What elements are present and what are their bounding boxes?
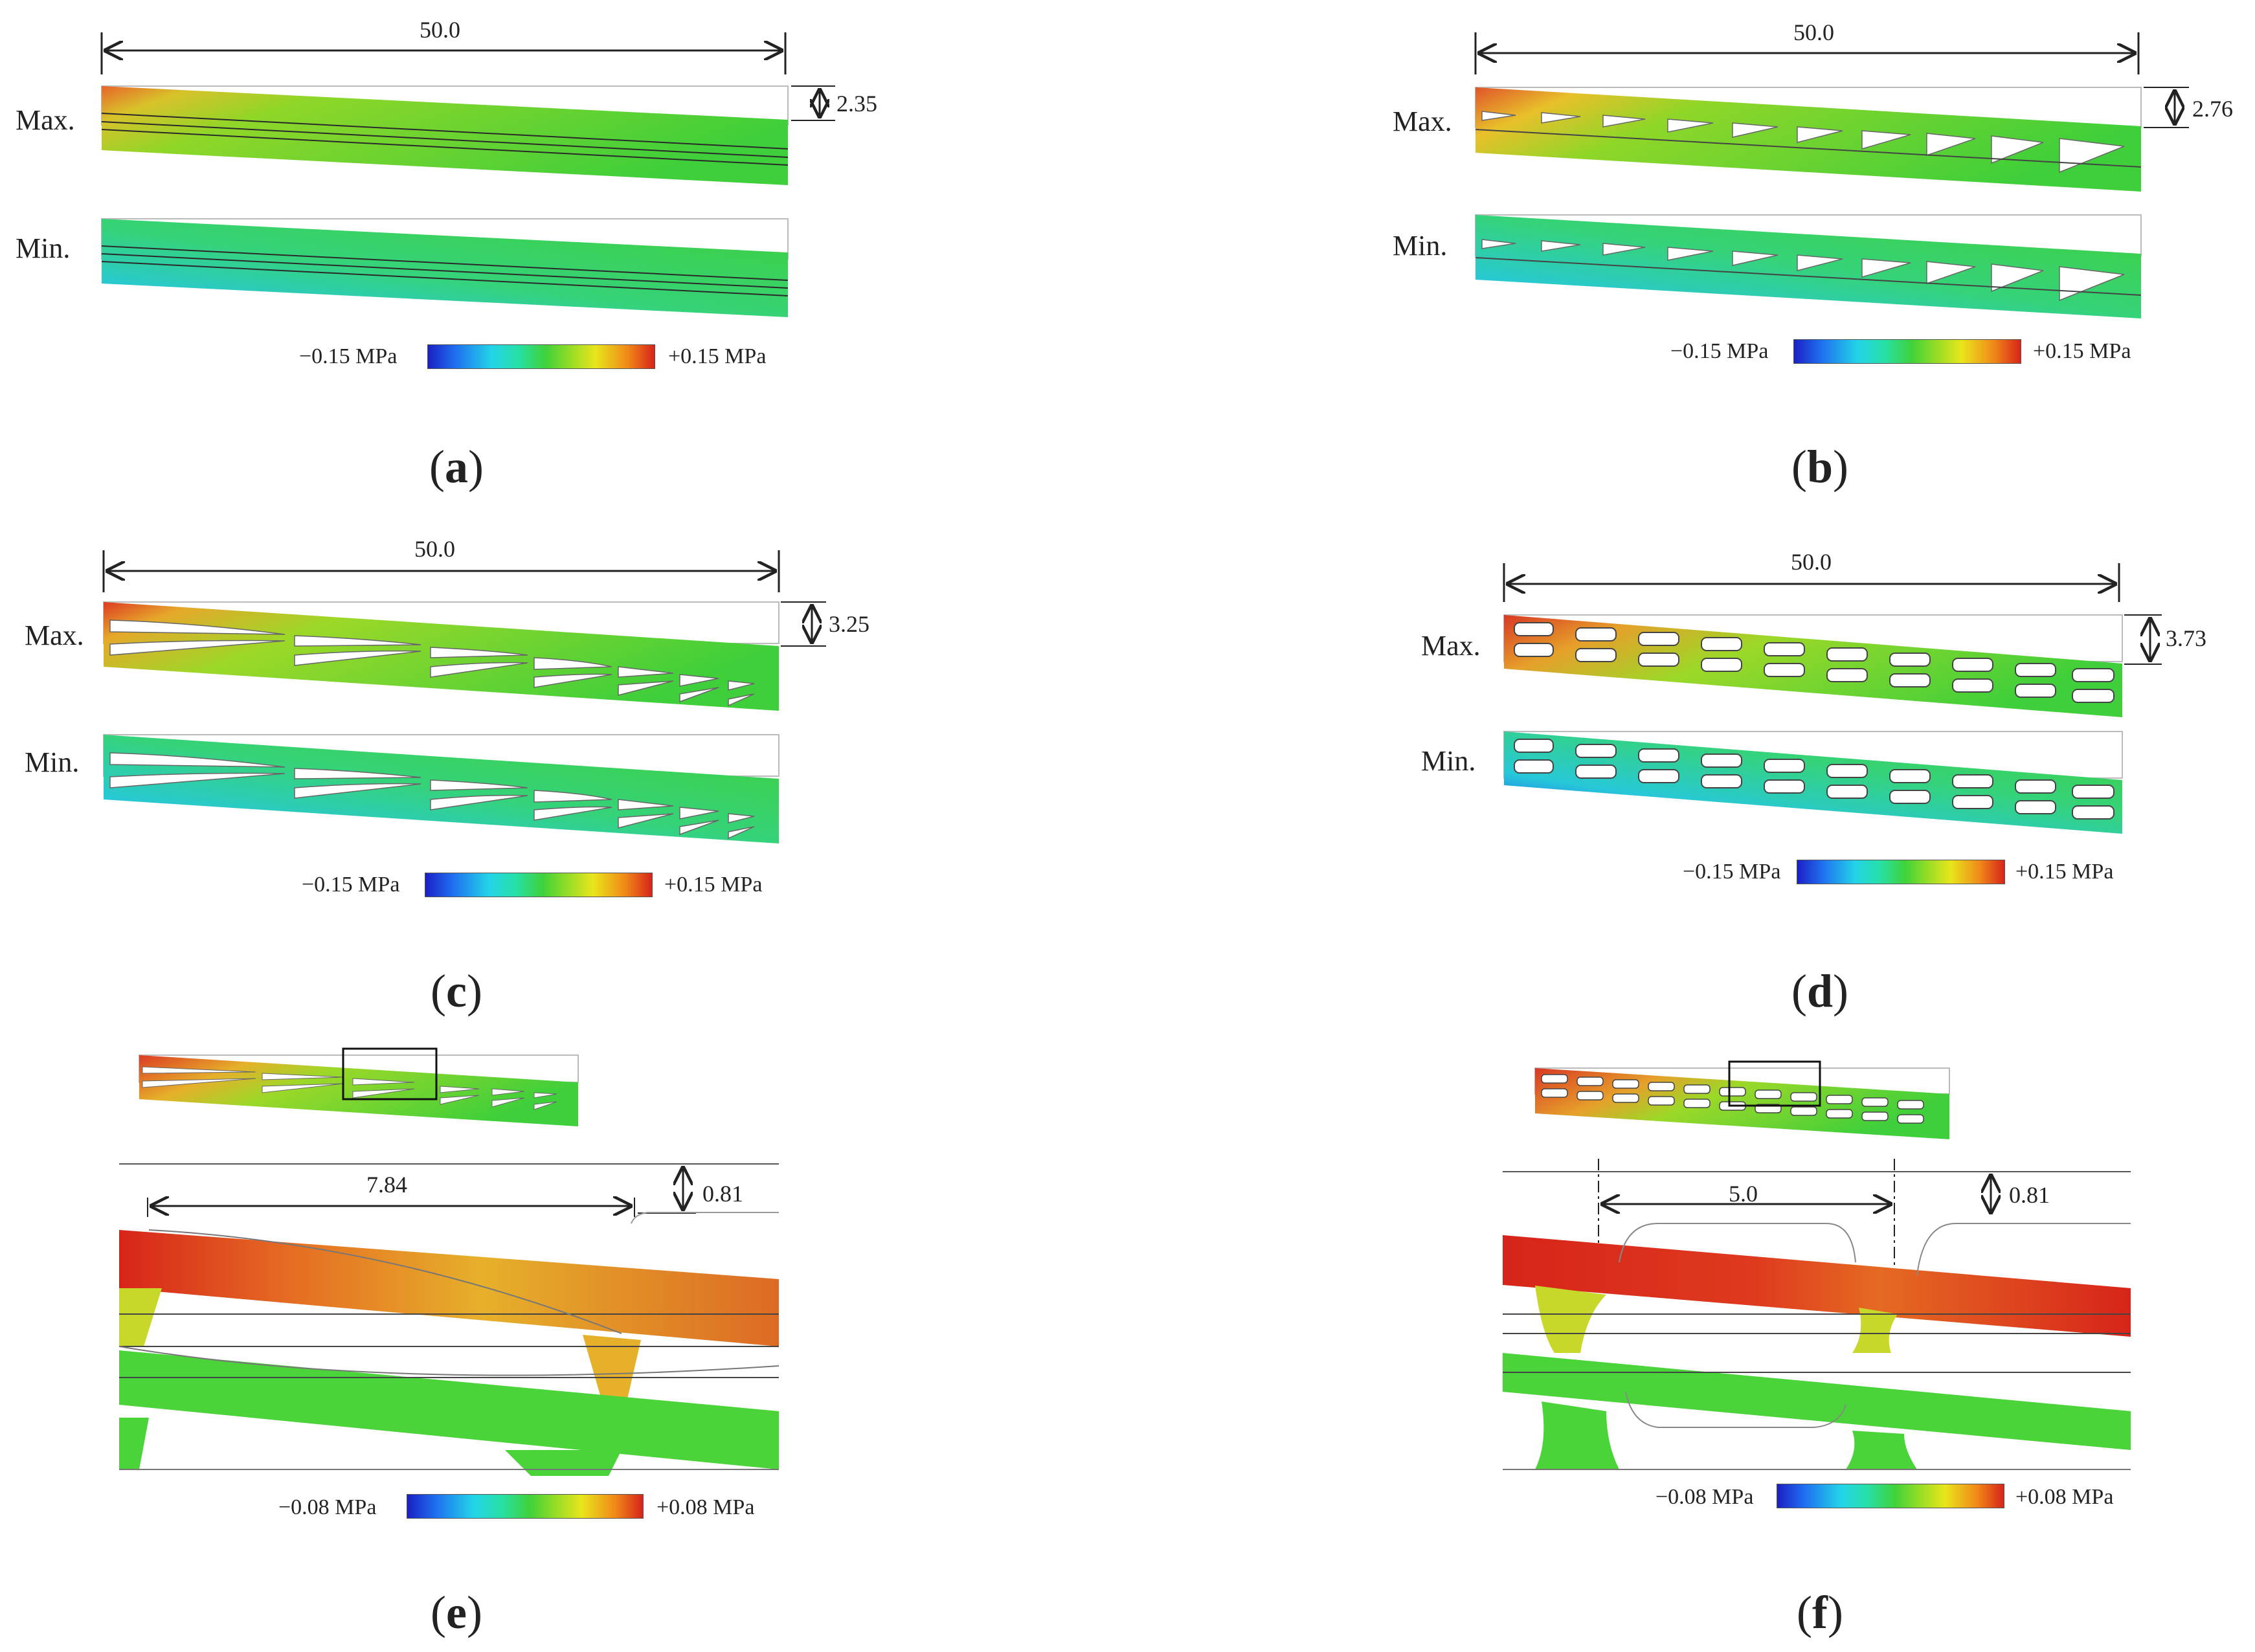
color-scale-bar	[407, 1494, 644, 1519]
row-label-min: Min.	[1421, 745, 1476, 777]
scale-min-label: −0.15 MPa	[302, 873, 400, 897]
scale-max-label: +0.15 MPa	[668, 344, 767, 368]
offset-value: 0.81	[2009, 1182, 2050, 1208]
panel-c: 50.0 3.25 Max. Min. −0.15 MPa +0.15 MPa …	[0, 511, 1127, 1029]
zoom-detail	[1503, 1223, 2131, 1470]
panel-d: 50.0 3.73 Max. Min. −0.15 MPa +0.15 MPa …	[1127, 511, 2255, 1029]
scale-min-label: −0.08 MPa	[1655, 1485, 1754, 1509]
zoom-detail	[118, 1212, 780, 1476]
row-label-max: Max.	[25, 620, 84, 651]
scale-min-label: −0.15 MPa	[1683, 860, 1781, 884]
span-dimension: 50.0	[1793, 19, 1834, 45]
cell-length-dimension: 7.84	[366, 1172, 407, 1198]
panel-caption: (d)	[1791, 965, 1849, 1017]
span-dimension: 50.0	[1791, 549, 1832, 575]
panel-a: 50.0 2.35 Max. Min. −0.15 MPa +0.15 MPa …	[0, 0, 1127, 493]
span-dimension: 50.0	[414, 536, 455, 562]
color-scale-bar	[425, 873, 653, 897]
scale-min-label: −0.15 MPa	[299, 344, 398, 368]
scale-min-label: −0.15 MPa	[1670, 339, 1769, 363]
color-scale-bar	[1797, 860, 2005, 884]
deflection-value: 2.35	[836, 91, 877, 117]
panel-f-drawing	[1503, 1060, 2131, 1470]
scale-max-label: +0.08 MPa	[2015, 1485, 2114, 1509]
panel-f: 5.0 0.81 −0.08 MPa +0.08 MPa (f)	[1127, 1029, 2255, 1652]
row-label-max: Max.	[1421, 630, 1481, 662]
offset-value: 0.81	[702, 1181, 743, 1207]
panel-caption: (e)	[431, 1587, 482, 1638]
panel-e: 7.84 0.81 −0.08 MPa +0.08 MPa (e)	[0, 1029, 1127, 1652]
beam-min	[102, 219, 788, 317]
panel-caption: (c)	[431, 965, 482, 1017]
row-label-min: Min.	[25, 746, 80, 778]
thumbnail-beam	[1534, 1060, 1950, 1139]
lens-cells-min	[109, 752, 755, 840]
rect-cells-min	[1514, 739, 2115, 820]
row-label-min: Min.	[16, 232, 71, 264]
color-scale-bar	[1793, 339, 2021, 364]
deflection-value: 2.76	[2192, 96, 2233, 122]
scale-max-label: +0.15 MPa	[2015, 860, 2114, 884]
deflection-value: 3.73	[2166, 625, 2206, 651]
panel-b-drawing	[1474, 32, 2189, 318]
scale-max-label: +0.15 MPa	[2033, 339, 2131, 363]
scale-max-label: +0.15 MPa	[664, 873, 763, 897]
lens-cells-max	[109, 620, 755, 707]
panel-caption: (a)	[429, 441, 484, 493]
zoom-box	[342, 1047, 438, 1100]
span-dimension: 50.0	[420, 17, 460, 43]
panel-e-drawing	[118, 1047, 780, 1476]
color-scale-bar	[427, 344, 655, 369]
panel-c-drawing	[102, 550, 826, 843]
row-label-min: Min.	[1393, 230, 1448, 262]
cell-pitch-dimension: 5.0	[1729, 1181, 1758, 1207]
panel-d-drawing	[1503, 563, 2162, 834]
zoom-box	[1728, 1060, 1821, 1107]
scale-max-label: +0.08 MPa	[656, 1495, 755, 1519]
triangular-cells-max	[1481, 111, 2125, 173]
panel-caption: (f)	[1797, 1587, 1843, 1638]
rect-cells-max	[1514, 622, 2115, 703]
panel-caption: (b)	[1791, 441, 1849, 493]
thumbnail-beam	[139, 1047, 579, 1126]
row-label-max: Max.	[16, 104, 75, 136]
panel-b: 50.0 2.76 Max. Min. −0.15 MPa +0.15 MPa …	[1127, 0, 2255, 493]
scale-min-label: −0.08 MPa	[278, 1495, 377, 1519]
beam-max	[102, 86, 788, 185]
row-label-max: Max.	[1393, 106, 1452, 137]
panel-a-drawing	[100, 32, 835, 317]
color-scale-bar	[1777, 1484, 2004, 1508]
deflection-value: 3.25	[829, 611, 869, 637]
